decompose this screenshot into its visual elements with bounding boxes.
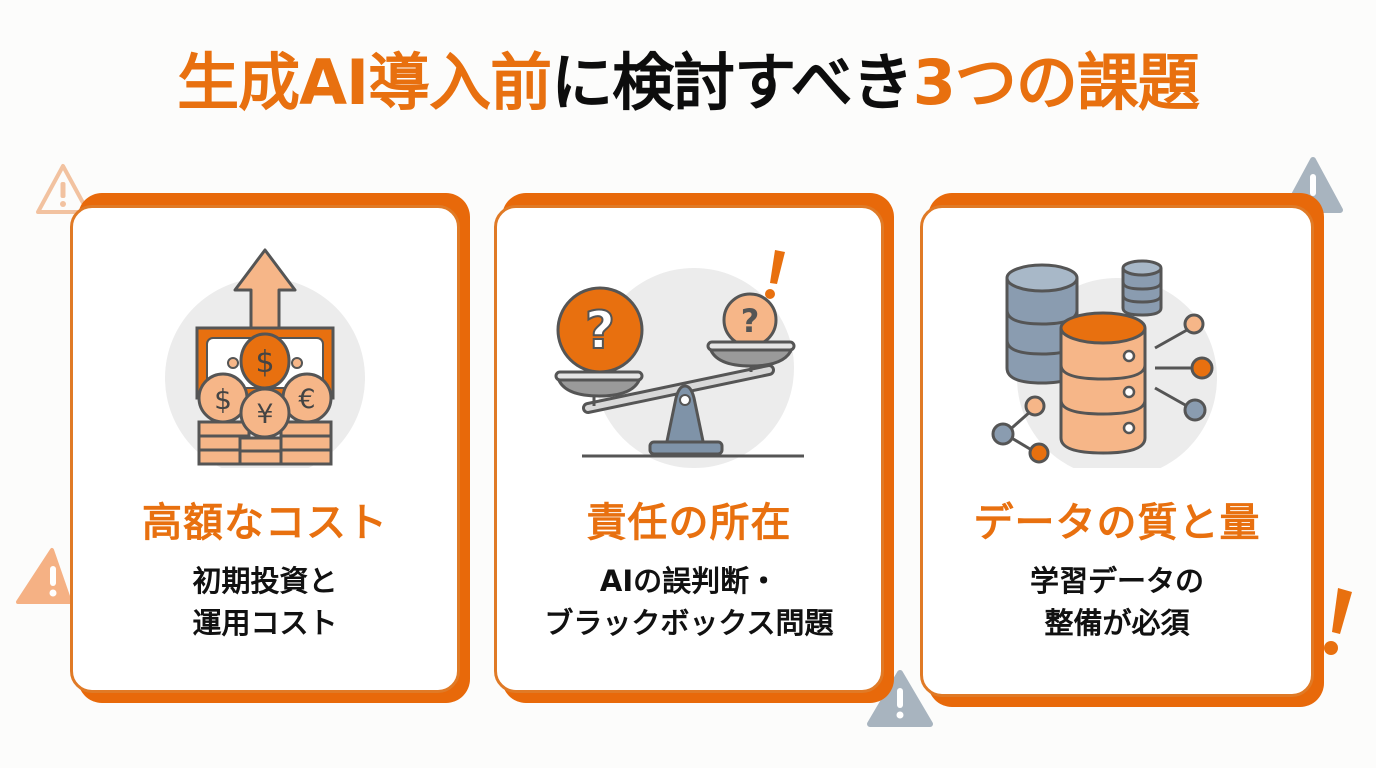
page-title: 生成AI導入前に検討すべき3つの課題	[0, 52, 1376, 114]
svg-text:€: €	[298, 384, 315, 415]
unbalanced-scale-question-icon: ? ?	[554, 250, 804, 468]
warning-triangle-outline-icon	[36, 164, 90, 214]
challenge-card-data: データの質と量 学習データの 整備が必須	[920, 193, 1324, 707]
svg-text:¥: ¥	[256, 399, 273, 430]
challenge-card-cost: $ $ € ¥ 高額なコスト 初期投資と 運用コスト	[70, 193, 470, 703]
title-part-2: に検討すべき	[551, 46, 914, 119]
svg-text:$: $	[214, 383, 232, 416]
svg-text:$: $	[255, 345, 274, 380]
title-part-3: 3つの課題	[912, 46, 1200, 119]
card-heading: データの質と量	[973, 500, 1261, 546]
challenge-card-responsibility: ? ? 責任の所在 AIの誤判断・ ブラックボックス問題	[494, 193, 894, 703]
title-part-1: 生成AI導入前	[177, 46, 552, 119]
svg-text:?: ?	[585, 301, 615, 361]
card-description-line: 整備が必須	[1044, 606, 1190, 640]
card-description-line: AIの誤判断・	[599, 564, 779, 598]
database-network-icon	[991, 259, 1217, 468]
card-heading: 責任の所在	[586, 500, 792, 546]
svg-text:?: ?	[741, 302, 760, 340]
money-cost-up-icon: $ $ € ¥	[165, 248, 365, 468]
card-description-line: ブラックボックス問題	[544, 606, 834, 640]
warning-triangle-peach-icon	[16, 548, 70, 604]
card-description-line: 学習データの	[1029, 564, 1204, 598]
card-description-line: 運用コスト	[192, 606, 338, 640]
card-description-line: 初期投資と	[192, 564, 338, 598]
card-heading: 高額なコスト	[142, 500, 388, 546]
exclamation-mark-icon	[1324, 588, 1352, 655]
warning-triangle-grey-icon	[867, 670, 933, 727]
